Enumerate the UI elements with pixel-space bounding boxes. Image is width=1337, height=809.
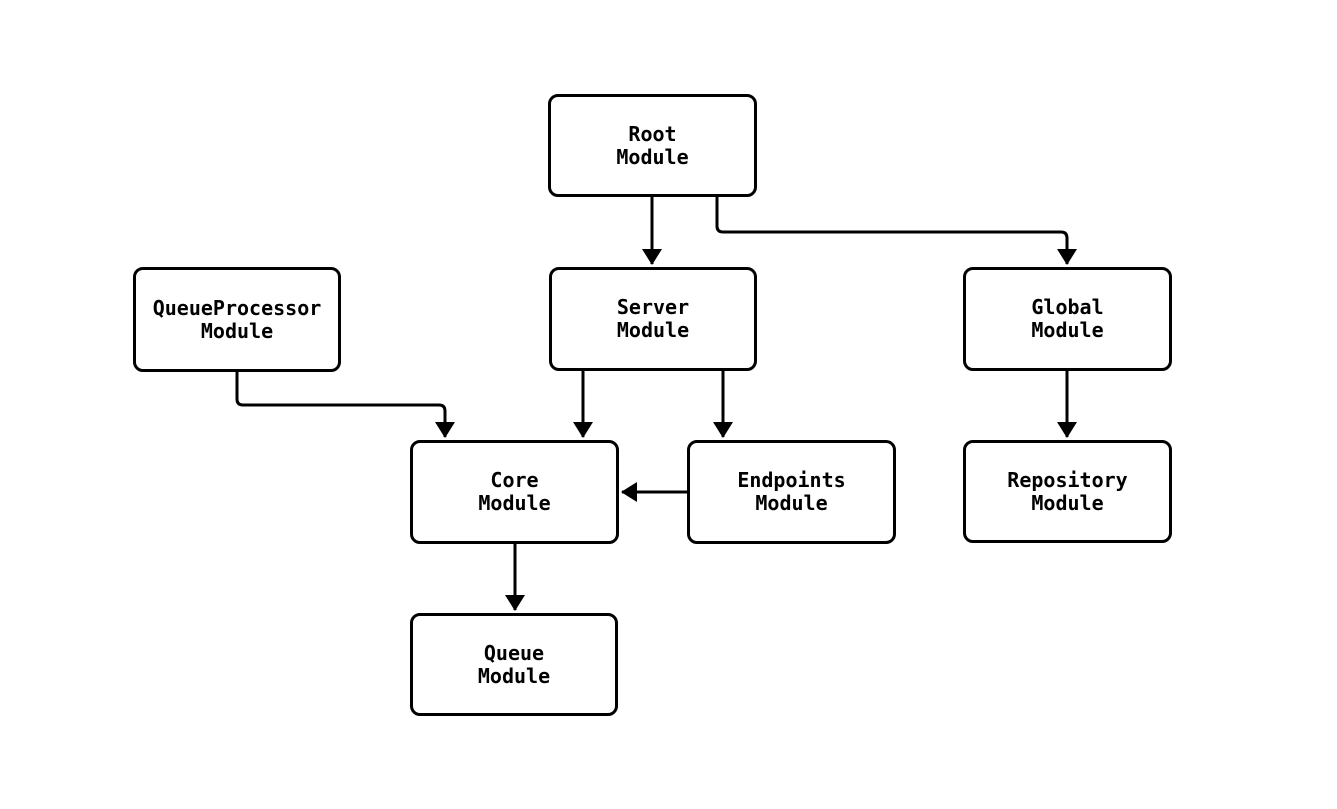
node-label-core-module: Core Module: [478, 468, 551, 515]
node-label-queueprocessor-module: QueueProcessor Module: [152, 295, 322, 343]
node-queueprocessor-module: QueueProcessor Module: [133, 267, 341, 372]
edges-group: [235, 197, 1077, 611]
node-root-module: Root Module: [548, 94, 757, 197]
node-label-server-module: Server Module: [616, 295, 690, 342]
node-server-module: Server Module: [549, 267, 757, 371]
node-endpoints-module: Endpoints Module: [687, 440, 896, 544]
node-repository-module: Repository Module: [963, 440, 1172, 543]
node-label-endpoints-module: Endpoints Module: [737, 468, 846, 515]
node-label-repository-module: Repository Module: [1007, 467, 1128, 515]
node-global-module: Global Module: [963, 267, 1172, 371]
node-label-global-module: Global Module: [1031, 295, 1104, 342]
edge-root-to-global: [715, 197, 1077, 265]
node-queue-module: Queue Module: [410, 613, 618, 716]
edge-queueprocessor-to-core: [235, 372, 455, 438]
node-label-root-module: Root Module: [616, 121, 689, 169]
node-core-module: Core Module: [410, 440, 619, 544]
node-label-queue-module: Queue Module: [477, 640, 551, 688]
